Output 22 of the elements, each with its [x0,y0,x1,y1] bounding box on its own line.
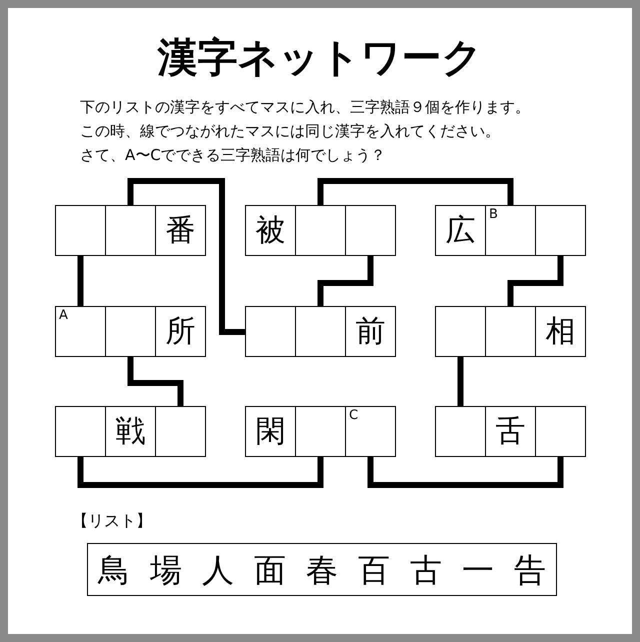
kanji-square: 閑 [245,406,296,457]
lettered-square: C [345,406,396,457]
lettered-square: A [55,306,106,357]
instruction-text: さて、A〜Cでできる三字熟語は何でしょう？ [80,148,386,163]
kanji-square: 戦 [105,406,156,457]
instruction-text: 下のリストの漢字をすべてマスに入れ、三字熟語９個を作ります。 [80,100,530,115]
connector-line [318,178,514,205]
list-heading: 【リスト】 [72,513,152,529]
kanji-square: 相 [535,306,586,357]
kanji-square: 舌 [485,406,536,457]
word-list-box: 鳥場人面春百古一告 [87,543,557,596]
kanji-square: 被 [245,205,296,256]
instruction-text: この時、線でつながれたマスには同じ漢字を入れてください。 [80,124,500,139]
connector-line [128,178,245,335]
connector-line [458,357,464,406]
kanji-square: 番 [155,205,206,256]
lettered-square: B [485,205,536,256]
kanji-square: 前 [345,306,396,357]
kanji-square: 広 [435,205,486,256]
kanji-square: 所 [155,306,206,357]
title: 漢字ネットワーク [156,38,484,78]
connector-line [78,256,84,306]
